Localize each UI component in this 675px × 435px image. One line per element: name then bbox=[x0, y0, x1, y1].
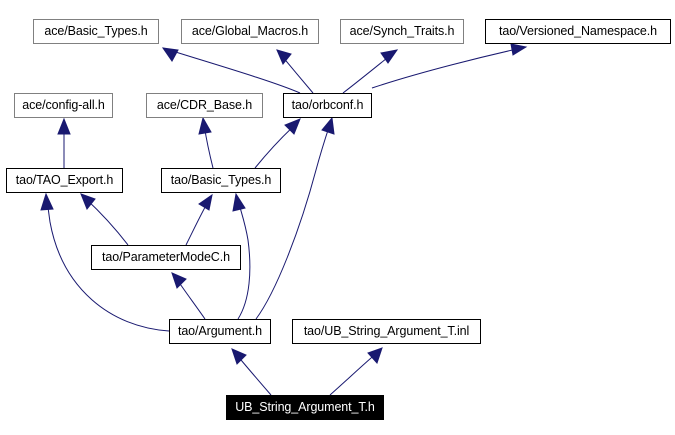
graph-arrowhead-tao-export-to-config-all bbox=[57, 117, 71, 135]
graph-node-label: tao/UB_String_Argument_T.inl bbox=[303, 324, 470, 339]
graph-node-tao_basic_types[interactable]: tao/Basic_Types.h bbox=[161, 168, 281, 193]
graph-node-label: ace/config-all.h bbox=[22, 98, 105, 113]
graph-arrowhead-argument-to-tao-export bbox=[40, 192, 54, 211]
graph-edge-orbconf-to-ace-synch-traits bbox=[342, 49, 398, 94]
graph-node-label: tao/Argument.h bbox=[177, 324, 263, 339]
graph-edge-basic-types-to-orbconf bbox=[254, 123, 297, 169]
graph-edge-parametermodec-to-basic-types bbox=[185, 199, 210, 246]
graph-node-label: tao/Versioned_Namespace.h bbox=[498, 24, 658, 39]
graph-edge-parametermodec-to-tao-export bbox=[84, 197, 129, 246]
graph-arrowhead-argument-to-parametermodec bbox=[171, 272, 187, 289]
graph-edge-argument-to-orbconf bbox=[255, 123, 331, 320]
graph-node-label: ace/Synch_Traits.h bbox=[349, 24, 455, 39]
graph-arrowhead-argument-to-orbconf bbox=[321, 116, 335, 135]
graph-arrowhead-orbconf-to-ace-synch-traits bbox=[380, 49, 399, 64]
graph-arrowhead-argument-to-basic-types bbox=[232, 192, 246, 212]
graph-node-ace_synch_traits[interactable]: ace/Synch_Traits.h bbox=[340, 19, 464, 44]
graph-node-label: tao/orbconf.h bbox=[291, 98, 364, 113]
graph-node-tao_ub_string_arg_inl[interactable]: tao/UB_String_Argument_T.inl bbox=[292, 319, 481, 344]
graph-node-label: ace/CDR_Base.h bbox=[156, 98, 253, 113]
graph-node-tao_argument[interactable]: tao/Argument.h bbox=[169, 319, 271, 344]
graph-arrowhead-orbconf-to-ace-global-macros bbox=[276, 49, 292, 65]
graph-node-versioned_namespace[interactable]: tao/Versioned_Namespace.h bbox=[485, 19, 671, 44]
graph-node-ace_config_all[interactable]: ace/config-all.h bbox=[14, 93, 113, 118]
graph-node-ace_basic_types[interactable]: ace/Basic_Types.h bbox=[33, 19, 159, 44]
graph-arrowhead-basic-types-to-orbconf bbox=[284, 118, 301, 135]
graph-node-label: tao/TAO_Export.h bbox=[15, 173, 114, 188]
graph-edge-ubstring-to-argument bbox=[235, 353, 272, 396]
graph-edge-orbconf-to-ace-basic-types bbox=[162, 47, 301, 94]
graph-edge-orbconf-to-ace-global-macros bbox=[276, 49, 314, 94]
graph-node-label: tao/ParameterModeC.h bbox=[102, 250, 230, 265]
graph-node-ace_cdr_base[interactable]: ace/CDR_Base.h bbox=[146, 93, 263, 118]
graph-arrowhead-ubstring-to-argument bbox=[231, 348, 247, 365]
graph-edge-argument-to-parametermodec bbox=[175, 277, 206, 320]
graph-arrowhead-ubstring-to-inl bbox=[367, 347, 383, 364]
graph-arrowhead-orbconf-to-ace-basic-types bbox=[161, 47, 179, 62]
graph-node-label: ace/Global_Macros.h bbox=[191, 24, 309, 39]
graph-arrowhead-orbconf-to-versioned-namespace bbox=[510, 43, 528, 56]
graph-node-label: tao/Basic_Types.h bbox=[170, 173, 272, 188]
graph-edge-basic-types-to-cdr-base bbox=[203, 123, 214, 169]
graph-edge-ubstring-to-inl bbox=[329, 351, 379, 396]
graph-arrowhead-parametermodec-to-basic-types bbox=[198, 193, 213, 211]
graph-edge-orbconf-to-versioned-namespace bbox=[371, 46, 527, 89]
graph-arrowhead-parametermodec-to-tao-export bbox=[80, 193, 96, 210]
graph-node-tao_export[interactable]: tao/TAO_Export.h bbox=[6, 168, 123, 193]
graph-node-tao_parametermodec[interactable]: tao/ParameterModeC.h bbox=[91, 245, 241, 270]
graph-node-ub_string_arg_h[interactable]: UB_String_Argument_T.h bbox=[226, 395, 384, 420]
graph-node-ace_global_macros[interactable]: ace/Global_Macros.h bbox=[181, 19, 319, 44]
graph-node-tao_orbconf[interactable]: tao/orbconf.h bbox=[283, 93, 372, 118]
graph-node-label: ace/Basic_Types.h bbox=[44, 24, 148, 39]
graph-node-label: UB_String_Argument_T.h bbox=[235, 400, 375, 415]
graph-arrowhead-basic-types-to-cdr-base bbox=[198, 116, 212, 135]
